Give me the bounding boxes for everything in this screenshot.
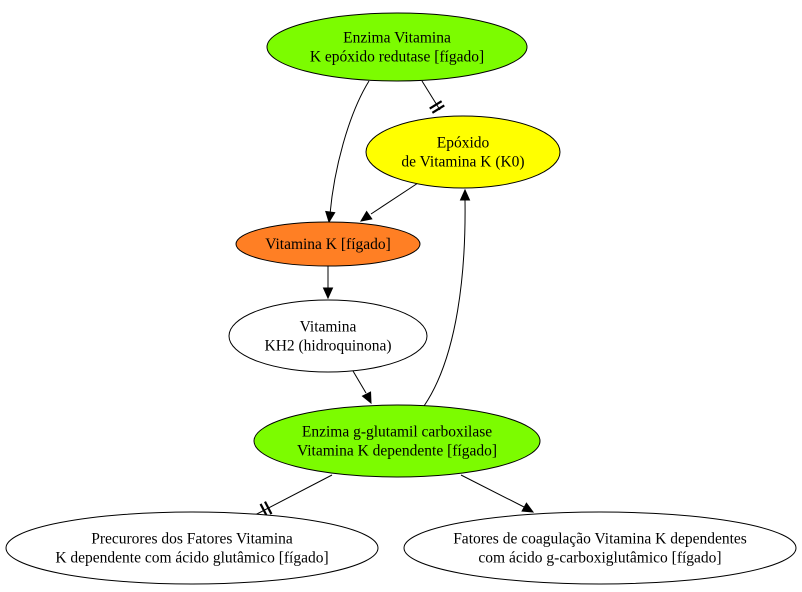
node-label-line: KH2 (hidroquinona) bbox=[265, 338, 392, 355]
node-label-line: com ácido g-carboxiglutâmico [fígado] bbox=[478, 550, 721, 567]
node-precursores: Precurores dos Fatores Vitamina K depende… bbox=[5, 511, 379, 585]
edge-line bbox=[423, 199, 466, 407]
node-epoxido: Epóxido de Vitamina K (K0) bbox=[365, 115, 561, 189]
inhibition-bar bbox=[259, 503, 268, 517]
edge-line bbox=[329, 80, 370, 215]
arrowhead bbox=[361, 391, 372, 405]
arrowhead bbox=[360, 210, 373, 222]
edge-line bbox=[254, 474, 333, 516]
arrowhead bbox=[325, 210, 336, 224]
node-label-line: Vitamina K dependente [fígado] bbox=[297, 443, 497, 460]
node-label-line: Vitamina bbox=[300, 319, 357, 336]
node-label-line: K dependente com ácido glutâmico [fígado… bbox=[55, 550, 328, 567]
edge-vitk-to-kh2 bbox=[322, 266, 334, 300]
node-label-line: de Vitamina K (K0) bbox=[401, 154, 524, 171]
edge-line bbox=[460, 474, 525, 508]
inhibition-bar bbox=[431, 104, 445, 114]
arrowhead bbox=[521, 502, 535, 513]
edge-line bbox=[370, 182, 419, 215]
arrowhead bbox=[322, 287, 334, 300]
node-ellipse bbox=[266, 12, 528, 82]
node-ellipse bbox=[403, 511, 797, 585]
edge-vkor-to-epoxido bbox=[421, 80, 445, 114]
edge-ggcx-to-precursores bbox=[254, 474, 333, 517]
node-label-line: Epóxido bbox=[437, 135, 490, 152]
arrowhead bbox=[459, 188, 471, 201]
edge-ggcx-to-epoxido bbox=[423, 188, 471, 407]
node-label-line: Enzima g-glutamil carboxilase bbox=[302, 424, 492, 441]
edge-kh2-to-ggcx bbox=[352, 370, 372, 405]
node-label-line: Precurores dos Fatores Vitamina bbox=[91, 531, 293, 548]
node-ellipse bbox=[253, 404, 541, 478]
node-ellipse bbox=[365, 115, 561, 189]
node-label-line: Fatores de coagulação Vitamina K depende… bbox=[453, 531, 747, 548]
edge-vkor-to-vitk bbox=[325, 80, 370, 224]
edges-layer bbox=[254, 80, 535, 517]
nodes-layer: Enzima Vitamina K epóxido redutase [fígad… bbox=[5, 12, 797, 585]
node-ellipse bbox=[5, 511, 379, 585]
node-label-line: Enzima Vitamina bbox=[343, 30, 451, 47]
edge-line bbox=[352, 370, 367, 394]
node-label-line: Vitamina K [fígado] bbox=[265, 236, 391, 253]
node-vkor: Enzima Vitamina K epóxido redutase [fígad… bbox=[266, 12, 528, 82]
node-fatores: Fatores de coagulação Vitamina K depende… bbox=[403, 511, 797, 585]
node-vitk: Vitamina K [fígado] bbox=[235, 221, 421, 267]
edge-ggcx-to-fatores bbox=[460, 474, 535, 513]
inhibition-bar bbox=[264, 501, 273, 515]
node-ellipse bbox=[228, 299, 428, 373]
inhibition-bar bbox=[429, 100, 443, 110]
node-ellipse bbox=[235, 221, 421, 267]
node-label-line: K epóxido redutase [fígado] bbox=[310, 49, 484, 66]
edge-epoxido-to-vitk bbox=[360, 182, 419, 222]
edge-line bbox=[421, 80, 441, 111]
